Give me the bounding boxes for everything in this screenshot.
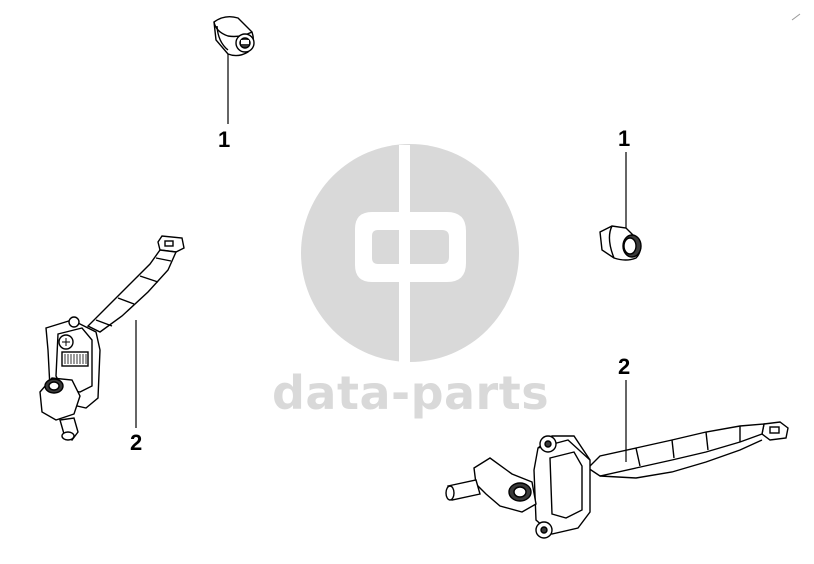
door-check-strap-right [445,380,789,539]
bumper-cap-top-right [599,152,642,261]
bumper-cap-top-left [213,15,255,124]
callout-2-left: 2 [130,430,143,455]
callout-2-right: 2 [618,354,631,379]
callout-1-top-right: 1 [618,126,631,151]
watermark-logo [301,144,519,363]
watermark-text: data-parts [272,366,550,420]
corner-mark [791,13,801,21]
door-check-strap-left [39,235,185,441]
callout-1-top-left: 1 [218,127,231,152]
